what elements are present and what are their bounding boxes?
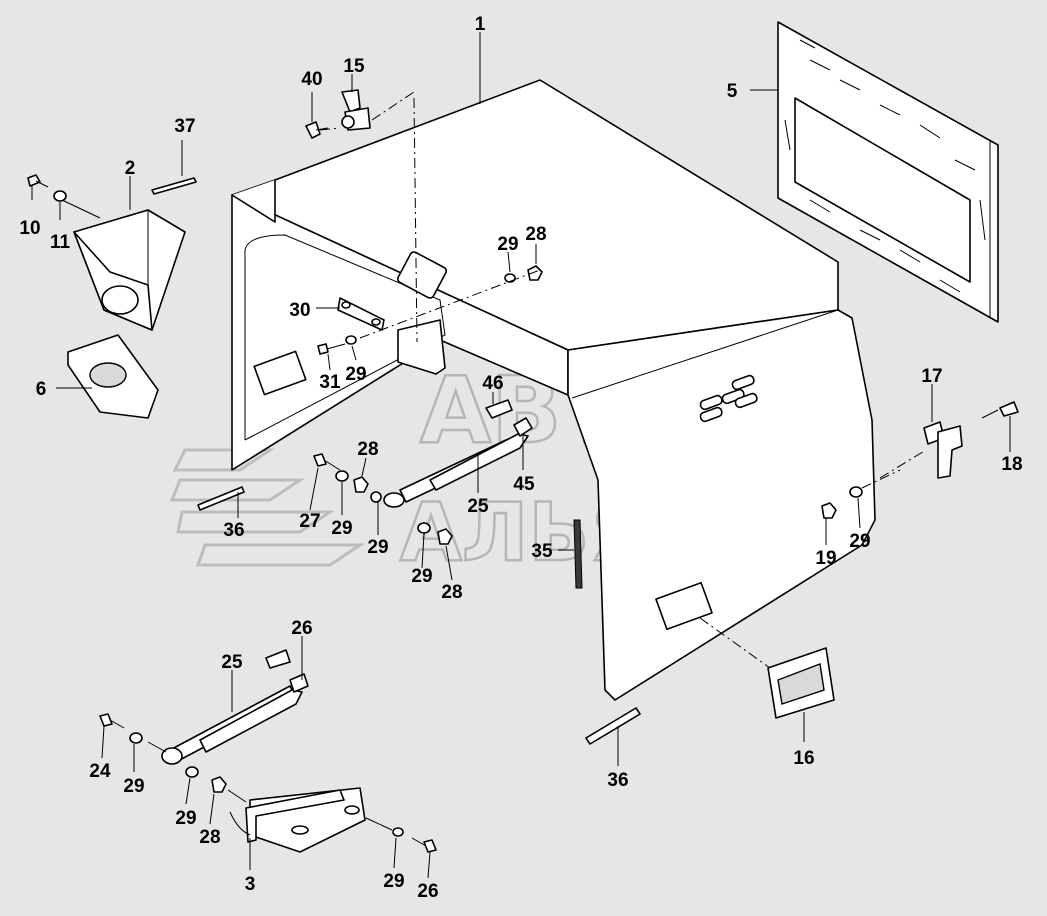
callout-45: 45 — [513, 474, 535, 495]
callout-24: 24 — [89, 761, 111, 782]
gas-strut-lower — [161, 673, 309, 765]
vent-slots — [699, 374, 758, 423]
callout-18: 18 — [1001, 454, 1022, 475]
callout-35: 35 — [531, 541, 553, 562]
callout-29-top: 29 — [497, 234, 518, 255]
callout-6: 6 — [36, 379, 47, 400]
bracket-3 — [229, 787, 366, 853]
nut-28-d — [211, 776, 227, 793]
callout-29-plate: 29 — [345, 364, 366, 385]
callout-17: 17 — [921, 366, 942, 387]
callout-36-upper: 36 — [223, 520, 244, 541]
latch-15 — [341, 89, 371, 131]
callout-29-middle-a: 29 — [331, 518, 352, 539]
callout-29-bottom-c: 29 — [383, 871, 404, 892]
callout-29-right: 29 — [849, 531, 870, 552]
strip-35 — [573, 519, 583, 589]
insulation-panel — [777, 21, 999, 323]
callout-15: 15 — [343, 56, 365, 77]
callout-25-upper: 25 — [467, 496, 489, 517]
washer-29-d — [370, 491, 382, 503]
engine-hood — [231, 79, 876, 701]
washer-29-a — [345, 335, 357, 345]
nut-28-a — [527, 265, 543, 281]
washer-29-f — [849, 486, 863, 498]
rod-36-lower — [585, 707, 641, 745]
hood-hinge-bracket — [397, 319, 446, 375]
air-duct — [73, 209, 186, 331]
callout-29-bottom-b: 29 — [175, 808, 196, 829]
callout-37: 37 — [174, 116, 195, 137]
washer-29-e — [417, 522, 431, 534]
watermark-logo — [169, 448, 365, 567]
bolt-31 — [317, 343, 346, 355]
gas-strut-upper — [383, 417, 533, 508]
rubber-pad — [67, 334, 159, 419]
callout-labels: 1 2 3 5 6 10 11 15 16 17 18 19 24 25 25 … — [19, 14, 1022, 902]
nut-28-c — [437, 528, 453, 545]
callout-5: 5 — [727, 81, 738, 102]
washer-29-i — [392, 827, 404, 837]
callout-27: 27 — [299, 511, 320, 532]
bolt-26 — [411, 837, 437, 853]
ball-joint-26 — [265, 649, 291, 669]
callout-31: 31 — [319, 372, 341, 393]
rod-36-upper — [197, 486, 245, 511]
ball-joint-46 — [485, 399, 513, 419]
callout-40: 40 — [301, 69, 322, 90]
callout-29-middle-b: 29 — [367, 537, 388, 558]
callout-25-lower: 25 — [221, 652, 243, 673]
callout-11: 11 — [50, 232, 71, 253]
callout-19: 19 — [815, 548, 836, 569]
callout-10: 10 — [19, 218, 40, 239]
pin-40 — [305, 121, 329, 139]
callout-28-middle: 28 — [357, 439, 378, 460]
washer-29-g — [129, 732, 143, 744]
callout-16: 16 — [793, 748, 814, 769]
callout-1: 1 — [475, 14, 486, 35]
bolt-27 — [313, 453, 341, 471]
callout-2: 2 — [125, 158, 136, 179]
callout-26-upper: 26 — [291, 618, 312, 639]
rod-37 — [151, 177, 197, 195]
callout-28-bottom: 28 — [199, 827, 220, 848]
callout-28-lower: 28 — [441, 582, 462, 603]
callout-46: 46 — [482, 373, 503, 394]
hinge-17 — [923, 421, 963, 479]
callout-26-lower: 26 — [417, 881, 438, 902]
washer-11 — [53, 190, 67, 202]
callout-28-top: 28 — [525, 224, 546, 245]
callout-30: 30 — [289, 300, 310, 321]
bolt-24 — [99, 713, 125, 729]
nut-28-b — [353, 476, 369, 493]
leader-lines — [31, 32, 1011, 879]
bolt-18 — [981, 401, 1019, 419]
nut-19 — [821, 502, 837, 519]
handle-16 — [767, 647, 835, 719]
callout-3: 3 — [245, 874, 256, 895]
bolt-10 — [27, 174, 49, 188]
callout-29-lower: 29 — [411, 566, 432, 587]
washer-29-c — [335, 470, 349, 482]
callout-36-lower: 36 — [607, 770, 628, 791]
callout-29-bottom-a: 29 — [123, 776, 144, 797]
washer-29-h — [185, 766, 199, 778]
